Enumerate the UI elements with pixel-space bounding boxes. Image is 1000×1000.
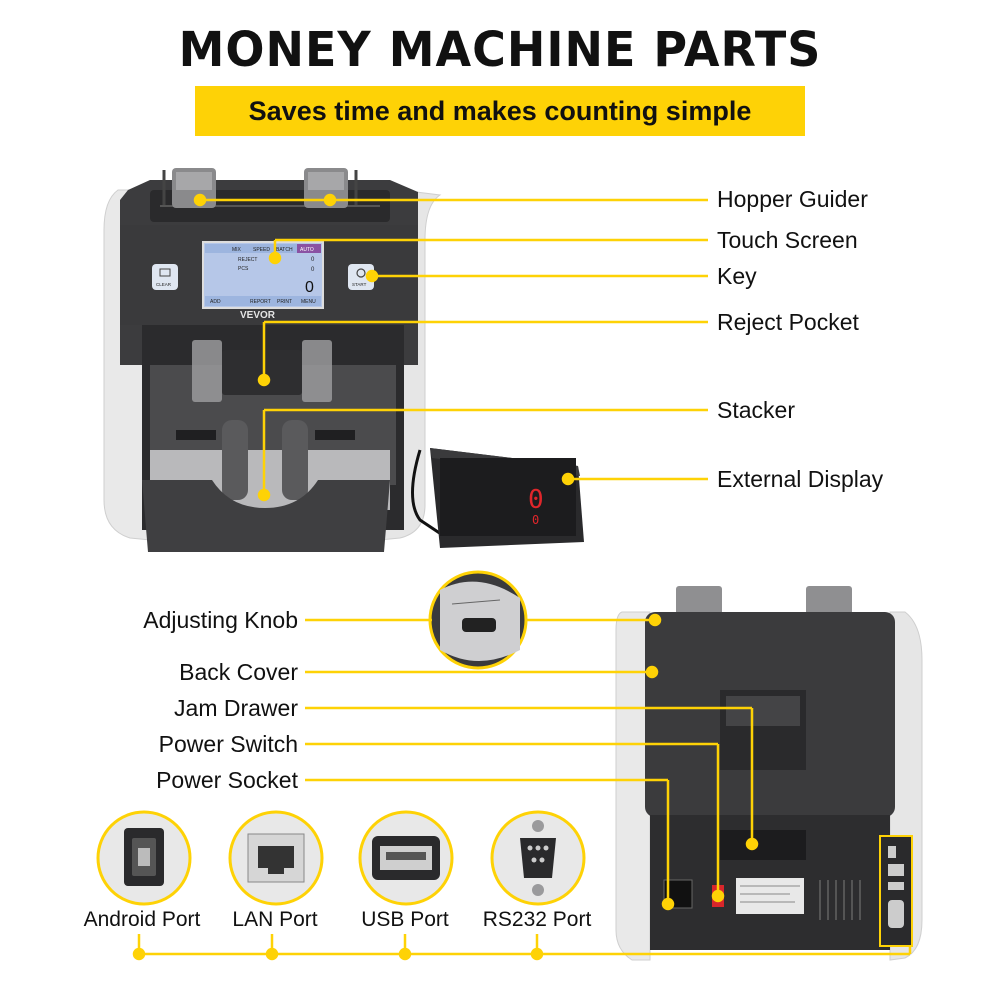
usb-port-icon [358, 810, 454, 906]
display-small-digit: 0 [532, 513, 539, 527]
screen-pcs-value: 0 [311, 267, 315, 273]
screen-tab-speed: SPEED [253, 247, 270, 253]
clear-key: CLEAR [152, 264, 178, 290]
front-machine: MIX SPEED BATCH AUTO REJECT 0 PCS 0 0 AD… [103, 168, 442, 552]
label-jam-drawer: Jam Drawer [174, 695, 298, 721]
subtitle-text: Saves time and makes counting simple [248, 96, 752, 126]
label-external-display: External Display [717, 466, 884, 492]
screen-tab-mix: MIX [232, 247, 242, 253]
label-usb-port: USB Port [361, 908, 449, 931]
adjusting-knob-zoom [428, 570, 528, 670]
label-back-cover: Back Cover [179, 659, 298, 685]
label-hopper-guider: Hopper Guider [717, 186, 868, 212]
screen-pcs-label: PCS [238, 266, 249, 272]
label-lan-port: LAN Port [232, 908, 318, 931]
start-key: START [348, 264, 374, 290]
external-display: 0 0 [411, 448, 584, 548]
android-port-icon [96, 810, 192, 906]
label-stacker: Stacker [717, 397, 795, 423]
rs232-port-icon [490, 810, 586, 906]
front-callouts [193, 193, 708, 502]
screen-total-value: 0 [305, 279, 314, 296]
clear-key-label: CLEAR [156, 282, 172, 287]
lan-port-icon [228, 810, 324, 906]
display-main-digit: 0 [528, 485, 544, 515]
screen-button-report: REPORT [250, 299, 271, 305]
brand-logo: VEVOR [240, 310, 276, 321]
back-machine [615, 586, 923, 961]
start-key-label: START [352, 282, 367, 287]
screen-reject-label: REJECT [238, 257, 257, 263]
screen-button-print: PRINT [277, 299, 292, 305]
subtitle-banner: Saves time and makes counting simple [195, 86, 805, 136]
screen-button-menu: MENU [301, 299, 316, 305]
hopper-guider-right [304, 168, 358, 208]
label-rs232-port: RS232 Port [482, 908, 592, 931]
page-title: MONEY MACHINE PARTS [178, 20, 822, 78]
label-power-socket: Power Socket [156, 767, 298, 793]
label-power-switch: Power Switch [158, 731, 298, 757]
label-adjusting-knob: Adjusting Knob [143, 607, 298, 633]
screen-tab-auto: AUTO [300, 247, 314, 253]
label-android-port: Android Port [83, 908, 201, 931]
screen-tab-batch: BATCH [276, 247, 293, 253]
screen-button-add: ADD [210, 299, 221, 305]
label-key: Key [717, 263, 757, 289]
label-touch-screen: Touch Screen [717, 227, 858, 253]
screen-reject-value: 0 [311, 257, 315, 263]
touch-screen: MIX SPEED BATCH AUTO REJECT 0 PCS 0 0 AD… [202, 241, 324, 309]
label-reject-pocket: Reject Pocket [717, 309, 859, 335]
back-callouts [132, 613, 912, 961]
